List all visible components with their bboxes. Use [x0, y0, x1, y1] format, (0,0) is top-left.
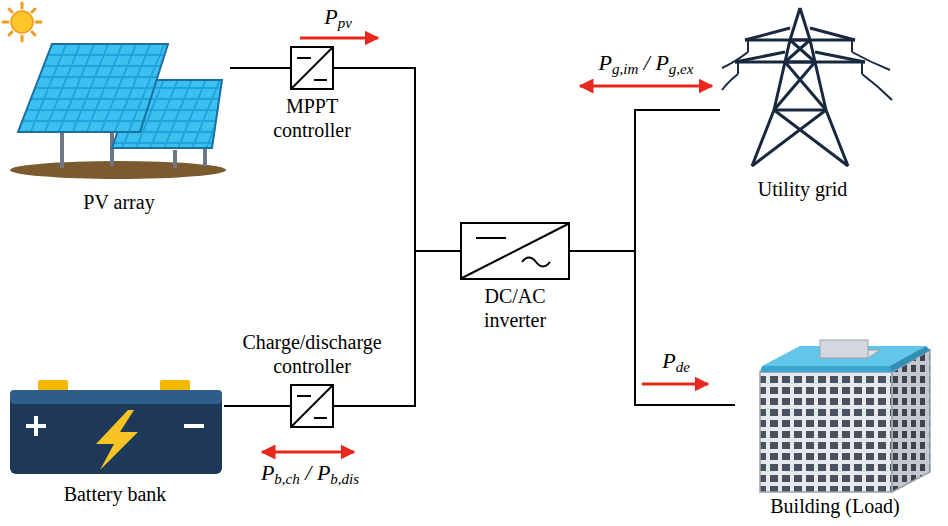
node-label: PV array	[19, 190, 219, 214]
node-label: DC/AC inverter	[460, 284, 570, 332]
converter-box: MPPT controller	[290, 46, 334, 90]
transmission-tower	[722, 8, 892, 166]
battery-illustration	[10, 380, 222, 474]
power-wire	[570, 110, 720, 251]
power-wire	[570, 251, 735, 405]
power-symbol: Pb,ch / Pb,dis	[261, 460, 359, 486]
node-label: Utility grid	[713, 177, 893, 201]
node-label: Building (Load)	[735, 494, 935, 518]
building-illustration	[760, 340, 930, 492]
node-label: MPPT controller	[257, 94, 367, 142]
power-wire	[230, 67, 290, 69]
converter-box: Charge/discharge controller	[290, 384, 334, 428]
sun-icon	[3, 3, 41, 41]
utility-grid: Utility grid	[720, 5, 885, 171]
battery-bank: Battery bank	[6, 376, 224, 476]
building-load: Building (Load)	[735, 330, 935, 492]
pv-array: PV array	[8, 8, 230, 184]
node-label: Battery bank	[15, 482, 215, 506]
power-wire	[224, 405, 290, 407]
inverter-box: DC/AC inverter	[460, 222, 570, 280]
node-label: Charge/discharge controller	[227, 330, 397, 378]
power-wire	[334, 251, 460, 406]
power-symbol: Pg,im / Pg,ex	[599, 50, 694, 76]
power-wire	[334, 68, 460, 251]
power-symbol: Ppv	[324, 4, 352, 30]
power-symbol: Pde	[662, 348, 690, 374]
pv-array-illustration	[10, 44, 226, 179]
